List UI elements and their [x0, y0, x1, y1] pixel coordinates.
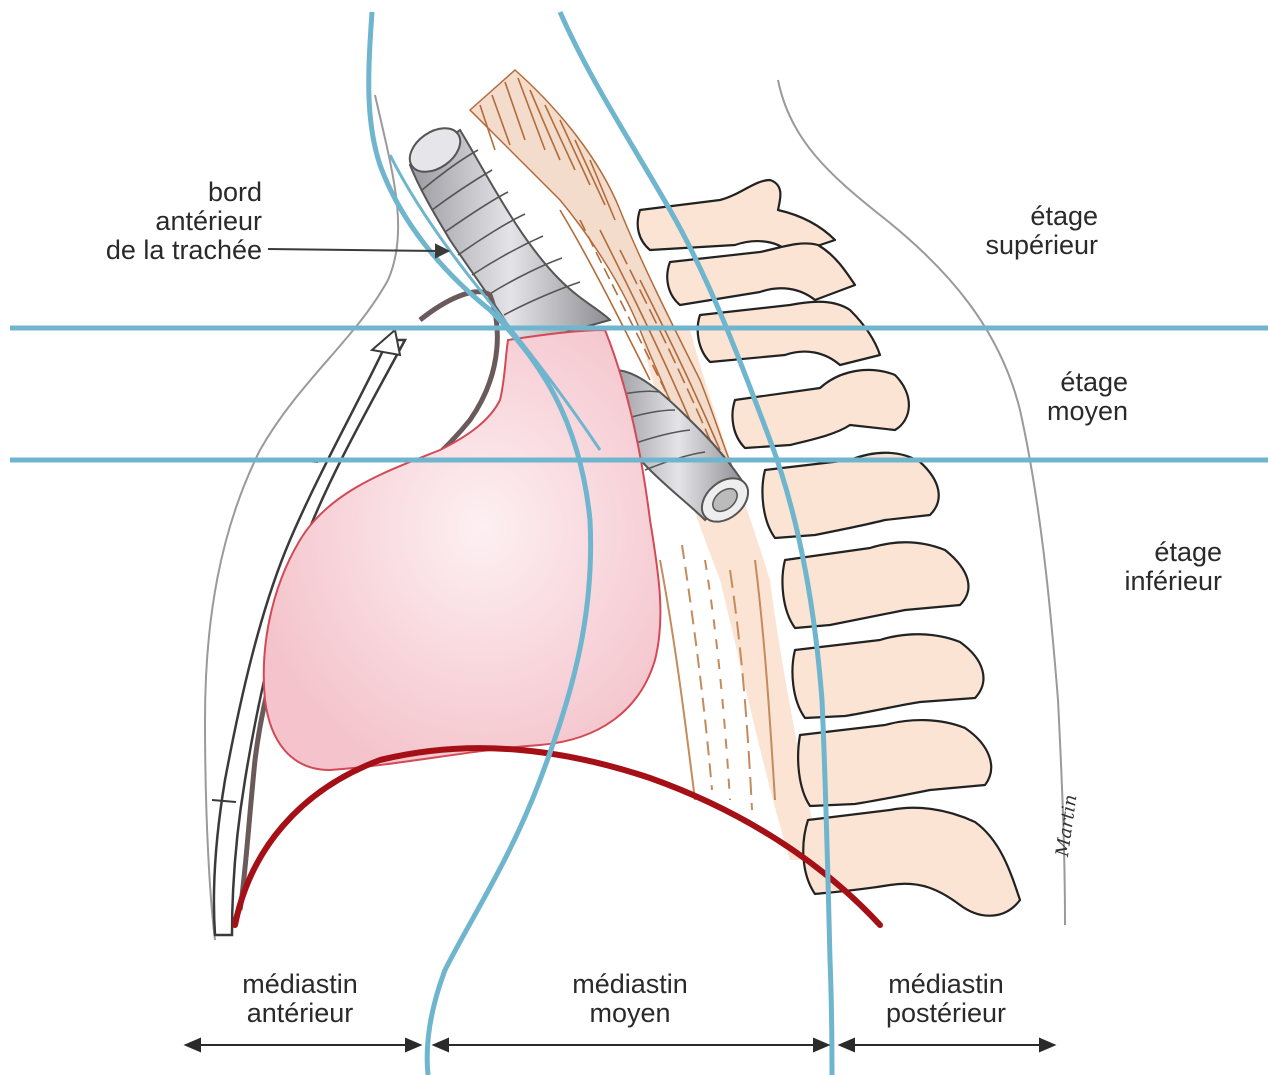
- heart: [264, 330, 661, 770]
- vertebra-2: [667, 243, 855, 305]
- range-arrows: [186, 1039, 1054, 1051]
- label-upper-level: étage supérieur: [900, 202, 1098, 260]
- vertebra-9: [803, 808, 1020, 916]
- vertebral-column: [638, 180, 1020, 916]
- label-middle-mediastinum: médiastin moyen: [530, 970, 730, 1028]
- label-trachea-border: bord antérieur de la trachée: [40, 178, 262, 265]
- manubrium-notch: [372, 330, 400, 355]
- label-middle-level: étage moyen: [1000, 368, 1128, 426]
- label-anterior-mediastinum: médiastin antérieur: [200, 970, 400, 1028]
- trachea-pointer: [268, 245, 448, 257]
- vertebra-3: [698, 302, 880, 365]
- label-posterior-mediastinum: médiastin postérieur: [846, 970, 1046, 1028]
- label-lower-level: étage inférieur: [1060, 538, 1222, 596]
